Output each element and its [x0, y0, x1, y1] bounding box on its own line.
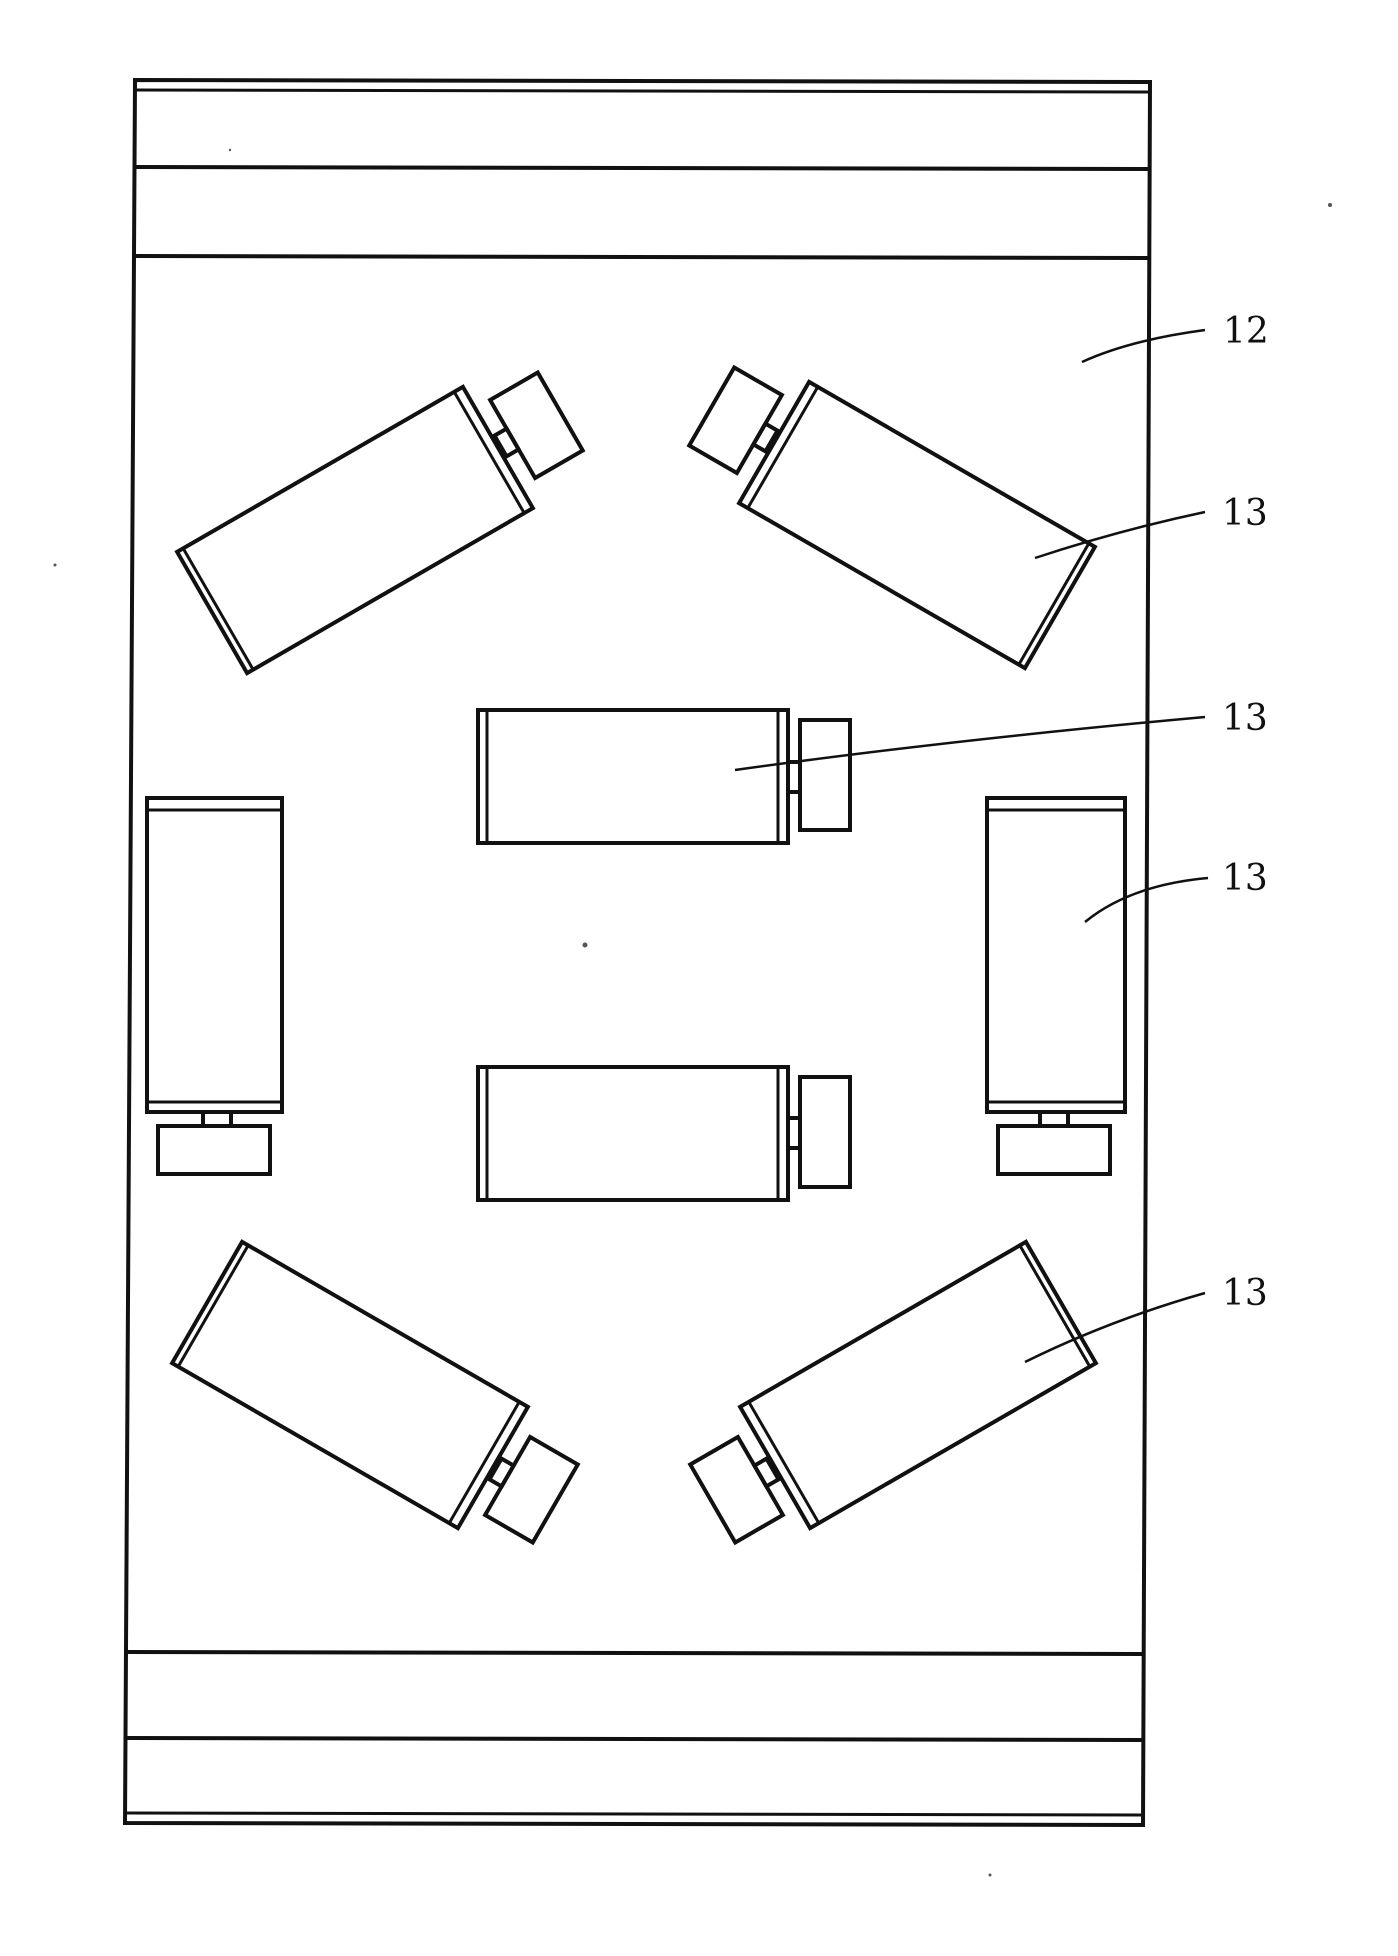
label-13-a: 13 [1222, 493, 1268, 534]
label-13-b: 13 [1222, 698, 1268, 739]
top-band [135, 167, 1149, 258]
unit-right [987, 798, 1125, 1174]
unit-lower-right [678, 1242, 1096, 1564]
label-13-d: 13 [1222, 1273, 1268, 1314]
leader-12 [1082, 330, 1205, 362]
label-13-c: 13 [1222, 858, 1268, 899]
base-plate [125, 80, 1150, 1825]
reference-labels: 12 13 13 13 13 [1222, 311, 1269, 1314]
unit-upper-right [677, 346, 1095, 668]
leader-lines [735, 330, 1208, 1362]
unit-center-lower [478, 1067, 850, 1200]
scan-specks [54, 149, 1333, 1877]
label-12: 12 [1223, 311, 1269, 352]
unit-lower-left [172, 1242, 590, 1564]
unit-upper-left [177, 351, 595, 673]
unit-left [147, 798, 282, 1174]
bottom-band [126, 1652, 1143, 1740]
unit-center-upper [478, 710, 850, 843]
leader-13-center [735, 717, 1205, 770]
leader-13-upper-right [1035, 512, 1205, 558]
